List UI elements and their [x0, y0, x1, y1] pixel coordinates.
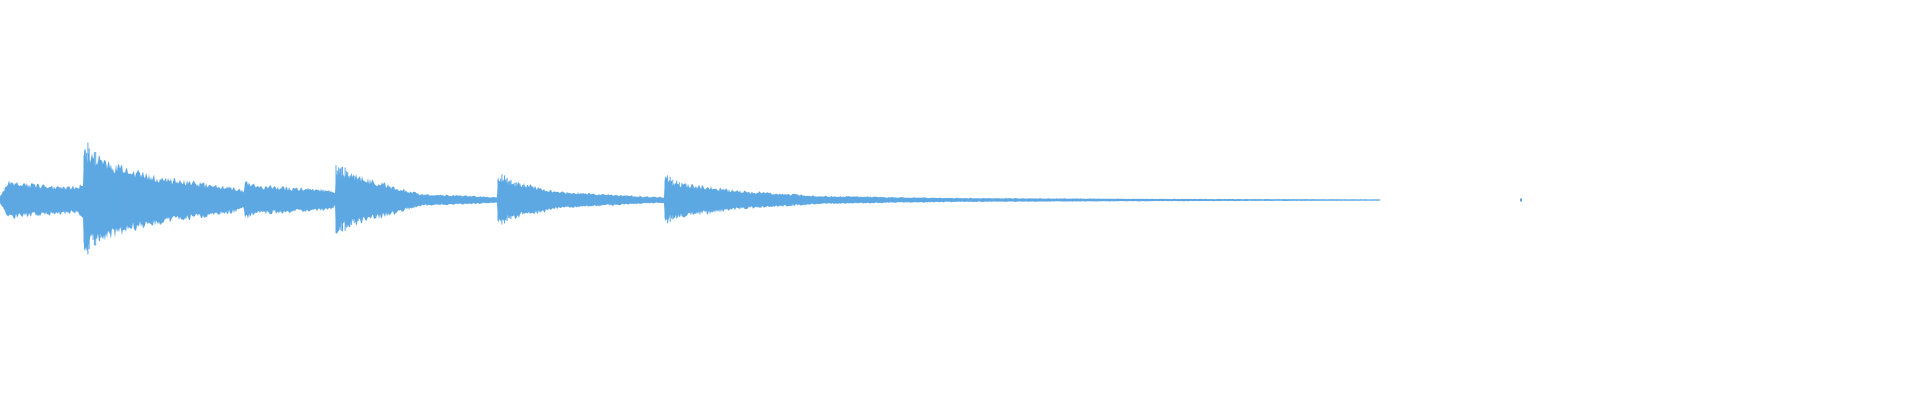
waveform-tail: [1322, 199, 1324, 201]
waveform-tail: [1328, 199, 1330, 201]
waveform-tail: [1379, 199, 1381, 201]
waveform-tail: [1319, 199, 1321, 201]
waveform-tail: [1316, 199, 1318, 201]
waveform-tail: [1346, 199, 1348, 201]
waveform-tail: [1367, 199, 1369, 201]
waveform-tail: [1352, 199, 1354, 201]
waveform-track: [0, 142, 1522, 255]
waveform-tail: [1358, 199, 1360, 201]
waveform-tail: [1370, 199, 1372, 201]
waveform-tail: [1325, 199, 1327, 201]
waveform-tail: [1310, 199, 1312, 201]
waveform-tail: [1373, 199, 1375, 201]
waveform-blip: [1520, 198, 1522, 202]
waveform-tail: [1340, 199, 1342, 201]
waveform-tail: [1376, 199, 1378, 201]
waveform-tail: [1331, 199, 1333, 201]
waveform-tail: [1349, 199, 1351, 201]
waveform-tail: [1334, 199, 1336, 201]
waveform-tail: [1355, 199, 1357, 201]
waveform-tail: [1361, 199, 1363, 201]
waveform-tail: [1313, 199, 1315, 201]
waveform-tail: [1337, 199, 1339, 201]
waveform-tail: [1364, 199, 1366, 201]
waveform-tail: [1343, 199, 1345, 201]
